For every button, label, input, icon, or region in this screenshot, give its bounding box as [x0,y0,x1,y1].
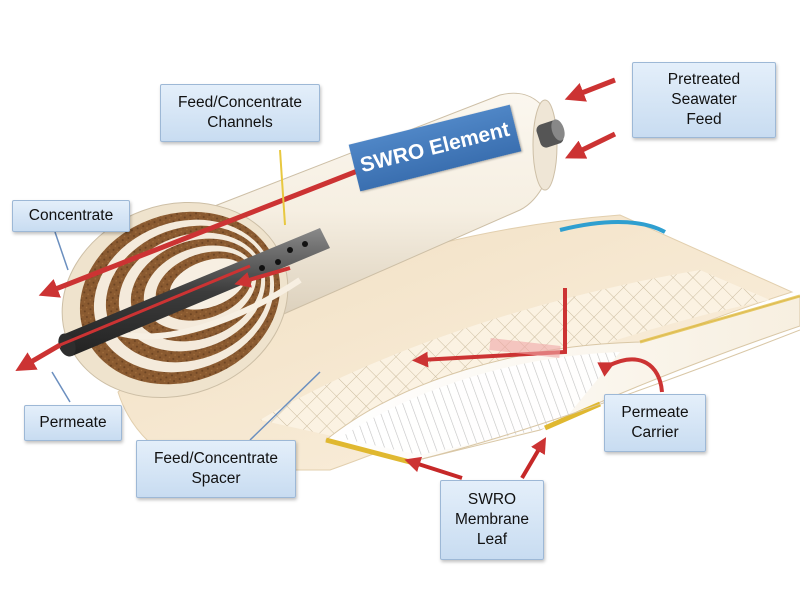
carrier-curved-arrow [597,357,664,393]
permeate-pointer [51,371,71,403]
callout-permeate-line1: Permeate [39,414,107,431]
callout-leaf-line2: Membrane [454,511,530,528]
callout-pretreated-feed-line3: Feed [686,111,722,128]
callout-spacer-line2: Spacer [191,470,241,487]
callout-pretreated-feed-line1: Pretreated [667,71,741,88]
callout-membrane-leaf: SWRO Membrane Leaf [440,480,544,560]
flow-arrows [15,77,664,393]
feed-arrow-upper [564,77,616,102]
feed-arrow-lower [565,131,617,159]
callout-concentrate-line1: Concentrate [28,207,114,224]
callout-carrier-line2: Carrier [631,424,679,441]
callout-permeate: Permeate [24,405,122,441]
permeate-path-arrow [412,288,567,368]
callout-leaf-line3: Leaf [476,531,508,548]
spacer-pointer [249,371,321,441]
pointer-arrows [51,149,547,480]
callout-feed-concentrate-spacer: Feed/Concentrate Spacer [136,440,296,498]
callout-feed-concentrate-channels: Feed/Concentrate Channels [160,84,320,142]
callout-permeate-carrier: Permeate Carrier [604,394,706,452]
permeate-tube [58,228,330,357]
callout-channels-line1: Feed/Concentrate [177,94,303,111]
callout-leaf-line1: SWRO [467,491,517,508]
callout-pretreated-feed-line2: Seawater [671,91,737,108]
callout-channels-line2: Channels [207,114,273,131]
callout-concentrate: Concentrate [12,200,130,232]
inner-flow-arrow [234,266,291,288]
callout-spacer-line1: Feed/Concentrate [153,450,279,467]
permeate-flow-arrow [15,342,62,372]
leaf-pointer-right [520,437,547,480]
channels-pointer [279,149,286,226]
membrane-leaf [324,294,800,465]
callout-carrier-line1: Permeate [621,404,689,421]
concentrate-flow-arrow [38,167,361,298]
concentrate-pointer [54,231,69,271]
permeate-faint-arrow [489,338,561,358]
callout-pretreated-feed: Pretreated Seawater Feed [632,62,776,138]
leaf-pointer-left [404,456,463,480]
